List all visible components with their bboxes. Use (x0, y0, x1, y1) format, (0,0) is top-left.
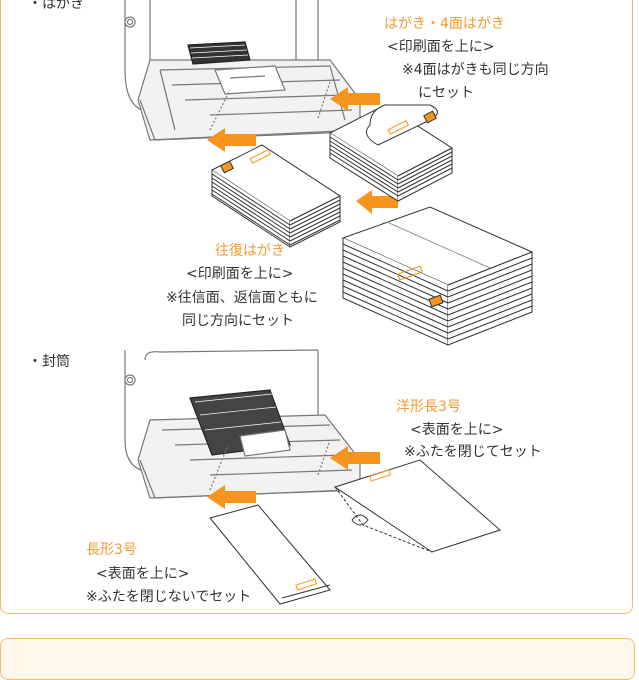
insert-arrows-top (207, 87, 398, 214)
nagagata-envelope (209, 504, 331, 605)
section-label-postcard: ・はがき (28, 0, 84, 12)
four-sided-line3: にセット (418, 85, 474, 101)
printer-illustration-bottom (124, 349, 361, 499)
yokei-line2: ※ふたを閉じてセット (404, 444, 542, 460)
four-sided-postcard-stack (328, 104, 453, 202)
four-sided-title: はがき・4面はがき (384, 16, 505, 32)
reply-line1: <印刷面を上に> (186, 266, 294, 282)
illustration (124, 0, 534, 605)
yokei-title: 洋形長3号 (396, 399, 461, 415)
reply-line2: ※往信面、返信面ともに (166, 290, 318, 306)
nagagata-line2: ※ふたを閉じないでセット (86, 589, 252, 605)
postcard-stack (210, 144, 342, 248)
four-sided-line2: ※4面はがきも同じ方向 (402, 62, 549, 78)
reply-line3: 同じ方向にセット (182, 313, 294, 329)
insert-arrows-bottom (207, 446, 380, 509)
printer-illustration-top (124, 0, 361, 141)
nagagata-line1: <表面を上に> (96, 566, 190, 582)
nagagata-title: 長形3号 (86, 542, 137, 558)
yokei-line1: <表面を上に> (410, 422, 504, 438)
yokei-envelope (333, 459, 501, 553)
four-sided-line1: <印刷面を上に> (387, 39, 495, 55)
reply-postcard-stack (341, 206, 534, 346)
reply-title: 往復はがき (215, 243, 285, 259)
section-label-envelope: ・封筒 (28, 354, 70, 370)
